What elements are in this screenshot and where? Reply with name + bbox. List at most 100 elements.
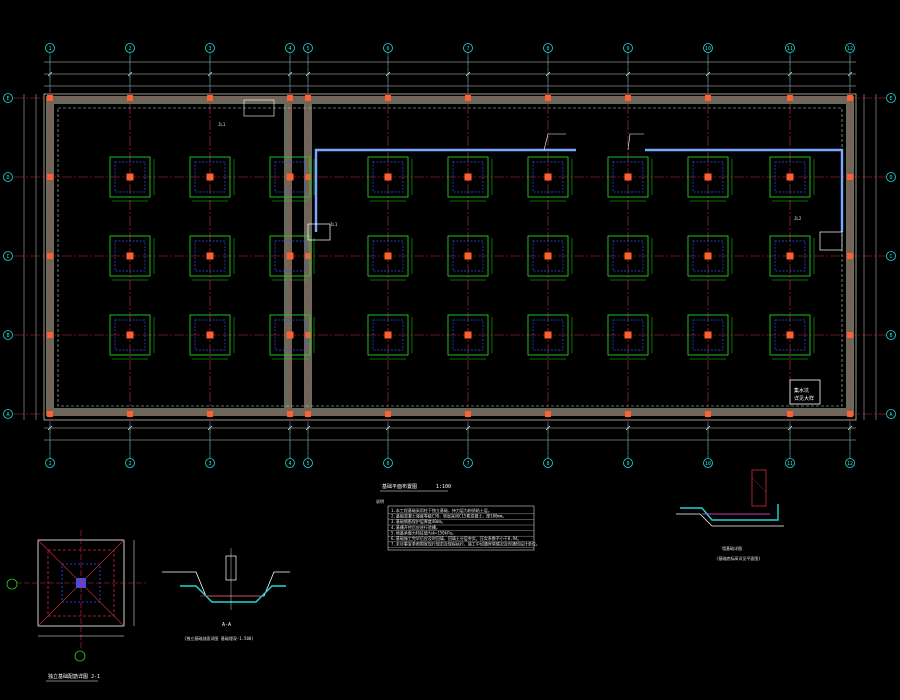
footing-inner-line [692,240,724,272]
axis-label-top: 6 [386,46,389,52]
footing-j1 [367,314,413,360]
footing-outer-line [269,314,311,356]
footing-outer-line [269,156,311,198]
footing-column [206,173,214,181]
axis-label-left: D [6,175,9,181]
pit-box-1 [307,223,331,241]
footing-column [704,173,712,181]
notes-row-text: 4.基槽开挖后应进行验槽。 [391,524,440,530]
footing-j1 [527,156,573,202]
detail-axis-bubble-left [6,578,18,590]
axis-label-top: 8 [546,46,549,52]
axis-label-bottom: 11 [787,461,793,467]
footing-column [544,173,552,181]
pit-label-2: 详见大样 [794,395,814,402]
axis-bubble-right [886,93,896,103]
axis-bubble-left [3,330,13,340]
callout-leader-1 [543,133,566,151]
perimeter-column [47,332,53,338]
footing-j1 [109,156,155,202]
footing-outer-line [607,156,649,198]
footing-j1 [607,156,653,202]
isolated-footings [109,156,815,360]
axis-label-bottom: 12 [847,461,853,467]
footing-inner-line [194,240,226,272]
notes-rows: 1.本工程基础采用柱下独立基础，持力层为粉质粘土层。2.基础混凝土强度等级C30… [388,507,540,548]
footing-j1 [527,235,573,281]
footing-j1 [769,235,815,281]
footing-outer-line [527,156,569,198]
notes-block: 说明 1.本工程基础采用柱下独立基础，持力层为粉质粘土层。2.基础混凝土强度等级… [376,498,540,551]
footing-inner-line [114,319,146,351]
footing-outer-line [367,235,409,277]
tie-beam-blue: 集水坑 详见大样 JL1 JL1 JL2 [218,99,844,405]
footing-column [206,331,214,339]
axis-bubble-bottom [463,458,473,468]
footing-detail: 独立基础配筋详图 J-1 [6,530,146,682]
plan-title-block: 基础平面布置图 1:100 [380,483,451,492]
footing-column [464,252,472,260]
axis-bubble-top [125,43,135,53]
perimeter-column [545,411,551,417]
axis-bubble-top [623,43,633,53]
inner-dashed-boundary [57,107,843,407]
footing-column [384,252,392,260]
footing-j1 [367,156,413,202]
footing-inner-line [612,240,644,272]
axis-label-top: 11 [787,46,793,52]
footing-j1 [269,314,315,360]
footing-j1 [447,314,493,360]
axis-label-right: E [889,96,892,102]
perimeter-column [625,95,631,101]
axis-label-bottom: 2 [128,461,131,467]
axis-label-bottom: 1 [48,461,51,467]
footing-inner-line [692,161,724,193]
axis-label-top: 5 [306,46,309,52]
perimeter-column [127,411,133,417]
perimeter-column [47,411,53,417]
notes-row-text: 1.本工程基础采用柱下独立基础，持力层为粉质粘土层。 [391,507,492,513]
axis-bubble-bottom [45,458,55,468]
plan-title: 基础平面布置图 [382,483,417,490]
footing-outer-line [189,156,231,198]
axis-label-left: C [6,254,9,260]
axis-bubble-bottom [383,458,393,468]
perimeter-column [305,411,311,417]
section-subtitle: (独立基础剖面详图 基础埋深-1.500) [184,635,254,641]
perimeter-column [207,411,213,417]
axis-bubble-top [845,43,855,53]
axis-bubble-bottom [543,458,553,468]
axis-bubble-right [886,330,896,340]
footing-outer-line [269,235,311,277]
footing-outer-line [687,235,729,277]
footing-inner-line [774,319,806,351]
axis-label-bottom: 9 [626,461,629,467]
footing-inner-line [612,319,644,351]
axis-bubble-top [703,43,713,53]
axis-bubble-left [3,251,13,261]
footing-column [624,331,632,339]
footing-j1 [687,235,733,281]
callout-label-1: JL1 [218,122,226,127]
footing-j1 [769,314,815,360]
footing-inner-line [194,319,226,351]
callout-label-2: JL1 [330,222,338,227]
axis-bubble-top [785,43,795,53]
axis-label-top: 4 [288,46,291,52]
footing-column [786,331,794,339]
callout-leader-2 [627,133,644,151]
perimeter-column [305,95,311,101]
perimeter-column [787,95,793,101]
perimeter-column [847,332,853,338]
pit-label: 集水坑 [794,387,809,394]
axis-bubble-top [285,43,295,53]
section-a-a: A-A (独立基础剖面详图 基础埋深-1.500) [162,548,290,641]
footing-inner-line [532,319,564,351]
perimeter-column [287,411,293,417]
perimeter-column [465,95,471,101]
axis-bubble-left [3,172,13,182]
perimeter-column [705,95,711,101]
axis-label-right: D [889,175,892,181]
axis-bubble-bottom [303,458,313,468]
